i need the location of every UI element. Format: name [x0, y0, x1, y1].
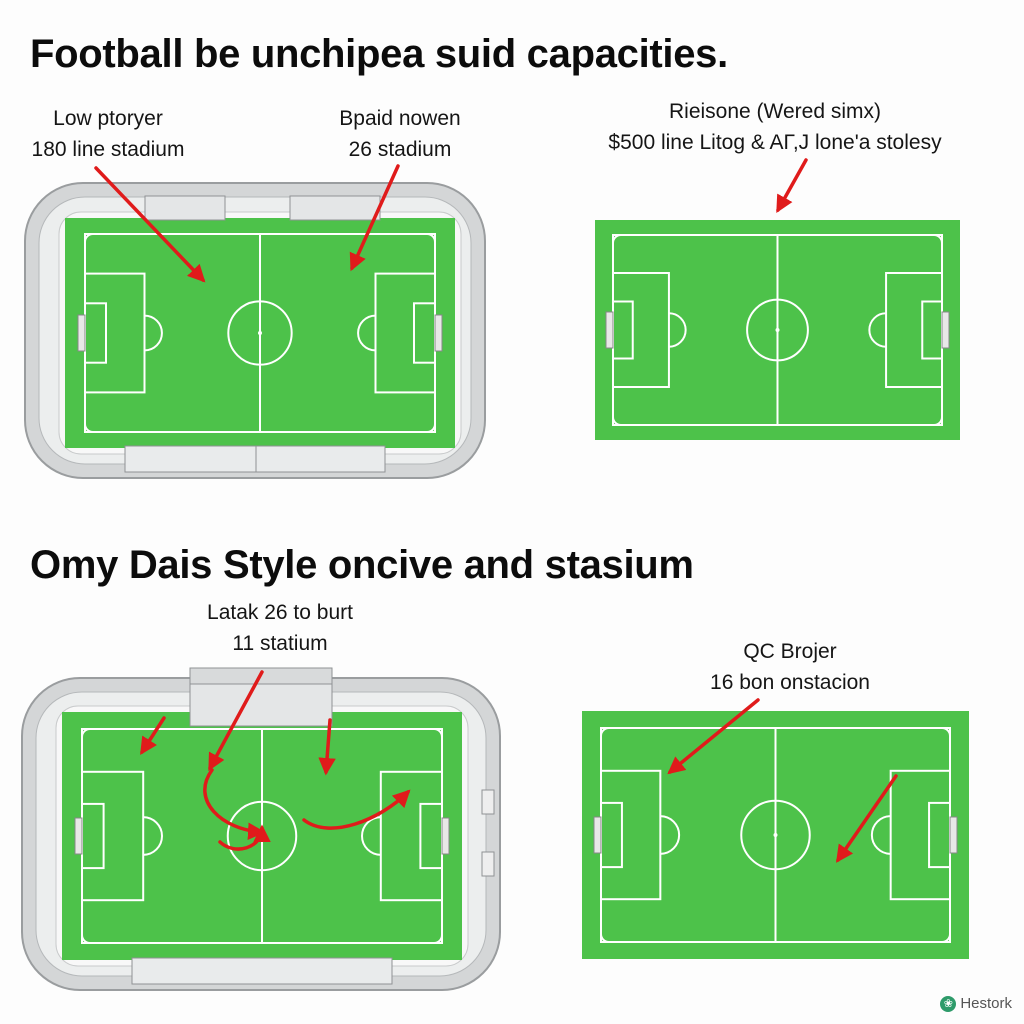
annotation-arrow — [208, 670, 264, 772]
label-line: Latak 26 to burt — [207, 601, 353, 624]
stadium-a — [24, 182, 486, 479]
pitch-e — [582, 711, 969, 959]
pitch-c — [595, 220, 960, 440]
corner-arc — [941, 727, 951, 737]
corner-arc — [81, 934, 91, 944]
corner-arc — [433, 728, 443, 738]
corner-arc — [433, 934, 443, 944]
penalty-arc-left — [144, 314, 163, 352]
penalty-arc-left — [143, 816, 163, 856]
center-circle — [746, 298, 809, 362]
center-circle — [227, 300, 293, 366]
annotation-arrow — [836, 774, 898, 863]
corner-arc — [600, 933, 610, 943]
corner-arc — [933, 234, 943, 244]
center-spot — [258, 331, 262, 335]
label-pitch-e: QC Brojer 16 bon onstacion — [680, 636, 900, 698]
annotation-arrow — [667, 698, 760, 775]
leaf-icon: ❀ — [940, 995, 957, 1012]
penalty-arc-left — [660, 815, 681, 855]
top-heading: Football be unchipea suid capacities. — [30, 32, 728, 76]
label-line: 180 line stadium — [31, 138, 185, 161]
goal-left — [77, 314, 86, 352]
center-circle — [226, 800, 298, 872]
corner-arc — [933, 416, 943, 426]
stand-block — [289, 195, 381, 221]
goal-left — [593, 816, 602, 854]
label-line: 11 statium — [232, 632, 328, 655]
watermark-text: Hestork — [960, 995, 1012, 1012]
label-line: 16 bon onstacion — [710, 671, 870, 694]
label-stadium-b: Bpaid nowen 26 stadium — [310, 103, 490, 165]
label-line: Low ptoryer — [53, 107, 163, 130]
penalty-arc-right — [357, 314, 376, 352]
goal-right — [434, 314, 443, 352]
stand-block — [131, 957, 393, 985]
corner-arc — [600, 727, 610, 737]
corner-arc — [426, 233, 436, 243]
bottom-heading: Omy Dais Style oncive and stasium — [30, 543, 694, 587]
goal-right — [949, 816, 958, 854]
annotation-arrow — [218, 824, 271, 851]
center-circle — [740, 799, 811, 871]
stand-block — [481, 789, 495, 815]
label-line: QC Brojer — [743, 640, 837, 663]
label-line: Bpaid nowen — [339, 107, 461, 130]
label-line: 26 stadium — [348, 138, 452, 161]
annotation-arrow — [349, 164, 400, 272]
stand-block — [144, 195, 226, 221]
corner-arc — [941, 933, 951, 943]
corner-arc — [612, 234, 622, 244]
corner-arc — [84, 233, 94, 243]
label-line: $500 line Litog & AΓ,J lone'a stolesy — [608, 131, 942, 154]
stand-block — [481, 851, 495, 877]
label-stadium-d: Latak 26 to burt 11 statium — [170, 597, 390, 659]
corner-arc — [81, 728, 91, 738]
label-stadium-a: Low ptoryer 180 line stadium — [18, 103, 198, 165]
corner-arc — [426, 423, 436, 433]
stand-block — [124, 445, 386, 473]
penalty-arc-right — [868, 312, 887, 348]
annotation-arrows — [94, 158, 898, 863]
annotation-arrow — [776, 158, 808, 214]
corner-arc — [612, 416, 622, 426]
goal-left — [74, 817, 83, 855]
penalty-arc-left — [668, 312, 687, 348]
goal-right — [441, 817, 450, 855]
annotation-arrow — [203, 768, 266, 841]
penalty-arc-right — [870, 815, 891, 855]
goal-right — [941, 311, 950, 349]
label-pitch-c: Rieisone (Wered simx) $500 line Litog & … — [580, 96, 970, 158]
annotation-arrow — [318, 718, 336, 776]
center-spot — [773, 833, 778, 837]
annotation-arrow — [302, 789, 411, 830]
label-line: Rieisone (Wered simx) — [669, 100, 881, 123]
goal-left — [605, 311, 614, 349]
center-spot — [775, 328, 780, 332]
corner-arc — [84, 423, 94, 433]
watermark: ❀ Hestork — [940, 995, 1012, 1012]
annotation-arrow — [94, 166, 206, 283]
annotation-arrow — [140, 716, 166, 755]
